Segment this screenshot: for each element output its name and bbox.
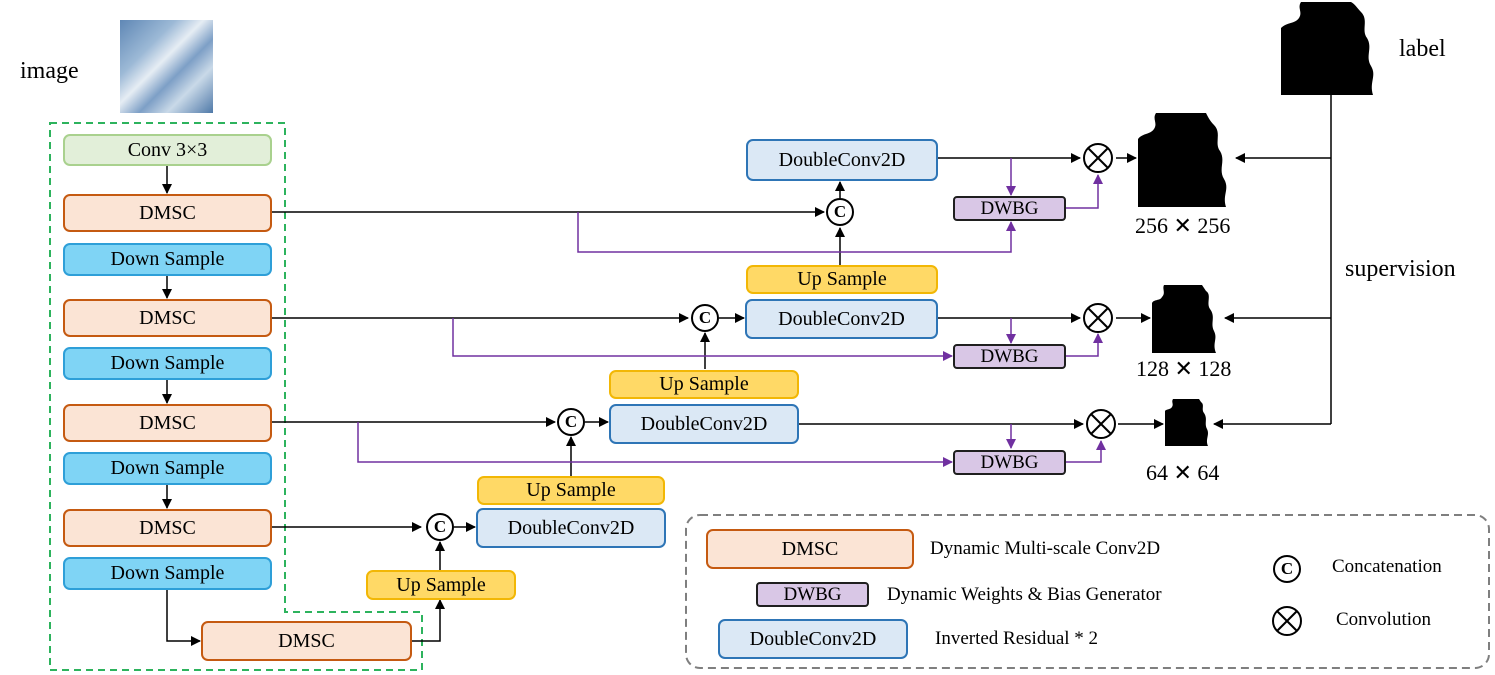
concat-icon-4: C (426, 513, 454, 541)
conv3x3-block: Conv 3×3 (63, 134, 272, 166)
output-mask-64 (1165, 399, 1213, 446)
label-mask (1281, 2, 1381, 95)
dmsc-block-3: DMSC (63, 404, 272, 442)
dmsc-bottleneck: DMSC (201, 621, 412, 661)
legend-dwbg-desc: Dynamic Weights & Bias Generator (887, 584, 1162, 605)
concat-icon-1: C (826, 198, 854, 226)
down-sample-4: Down Sample (63, 557, 272, 590)
convolution-icon-1 (1083, 143, 1113, 173)
doubleconv-3: DoubleConv2D (609, 404, 799, 444)
dmsc-block-2: DMSC (63, 299, 272, 337)
legend-doubleconv-desc: Inverted Residual * 2 (935, 628, 1099, 649)
up-sample-4: Up Sample (366, 570, 516, 600)
dwbg-1: DWBG (953, 196, 1066, 221)
dmsc-block-4: DMSC (63, 509, 272, 547)
legend-convolution-desc: Convolution (1336, 609, 1432, 630)
dwbg-3: DWBG (953, 450, 1066, 475)
up-sample-3: Up Sample (477, 476, 665, 505)
input-image (120, 20, 213, 113)
down-sample-3: Down Sample (63, 452, 272, 485)
convolution-icon-3 (1086, 409, 1116, 439)
up-sample-2: Up Sample (609, 370, 799, 399)
concat-icon-3: C (557, 408, 585, 436)
output-size-128: 128 ✕ 128 (1136, 356, 1232, 381)
up-sample-1: Up Sample (746, 265, 938, 294)
image-label: image (20, 58, 79, 84)
label-text: label (1399, 36, 1446, 62)
output-mask-256 (1138, 113, 1235, 207)
supervision-text: supervision (1345, 256, 1456, 282)
convolution-icon-2 (1083, 303, 1113, 333)
output-size-64: 64 ✕ 64 (1146, 460, 1220, 485)
legend-dmsc-desc: Dynamic Multi-scale Conv2D (930, 538, 1161, 559)
legend-concat-desc: Concatenation (1332, 556, 1442, 577)
legend-concat-icon: C (1273, 555, 1301, 583)
legend-doubleconv-box: DoubleConv2D (718, 619, 908, 659)
dwbg-2: DWBG (953, 344, 1066, 369)
output-size-256: 256 ✕ 256 (1135, 213, 1231, 238)
dmsc-block-1: DMSC (63, 194, 272, 232)
doubleconv-2: DoubleConv2D (745, 299, 938, 339)
down-sample-1: Down Sample (63, 243, 272, 276)
doubleconv-4: DoubleConv2D (476, 508, 666, 548)
concat-icon-2: C (691, 304, 719, 332)
legend-convolution-icon (1272, 606, 1302, 636)
legend-dwbg-box: DWBG (756, 582, 869, 607)
legend-dmsc-box: DMSC (706, 529, 914, 569)
output-mask-128 (1152, 285, 1223, 353)
doubleconv-1: DoubleConv2D (746, 139, 938, 181)
down-sample-2: Down Sample (63, 347, 272, 380)
